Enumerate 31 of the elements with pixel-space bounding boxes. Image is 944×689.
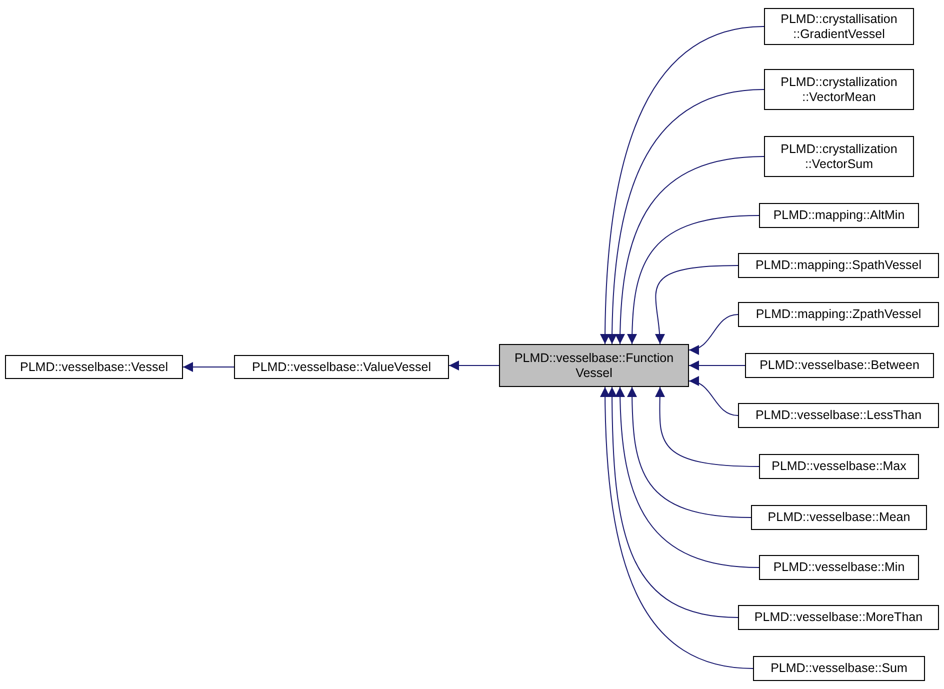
class-box: PLMD::vesselbase::Function Vessel: [499, 344, 689, 387]
class-box: PLMD::vesselbase::Mean: [751, 505, 927, 530]
class-box: PLMD::vesselbase::Max: [759, 454, 919, 479]
class-box: PLMD::vesselbase::Between: [745, 353, 934, 378]
inheritance-arrow: [627, 386, 752, 518]
class-box: PLMD::crystallisation ::GradientVessel: [764, 8, 914, 45]
class-box: PLMD::mapping::ZpathVessel: [738, 302, 939, 327]
inheritance-arrow: [615, 156, 764, 344]
inheritance-arrow: [627, 215, 760, 344]
class-box: PLMD::vesselbase::LessThan: [738, 403, 939, 428]
class-box: PLMD::mapping::AltMin: [759, 203, 919, 228]
inheritance-arrow: [600, 26, 764, 344]
inheritance-arrow: [688, 377, 738, 416]
class-box: PLMD::mapping::SpathVessel: [738, 253, 939, 278]
inheritance-arrow: [182, 362, 234, 372]
inheritance-arrow: [688, 360, 746, 370]
class-box: PLMD::vesselbase::MoreThan: [738, 605, 939, 630]
inheritance-arrow: [600, 386, 754, 669]
class-box: PLMD::vesselbase::ValueVessel: [234, 355, 449, 379]
class-box: PLMD::crystallization ::VectorMean: [764, 69, 914, 110]
inheritance-arrow: [448, 360, 500, 370]
inheritance-arrow: [688, 314, 738, 354]
class-box: PLMD::vesselbase::Sum: [753, 656, 925, 681]
class-box: PLMD::vesselbase::Min: [759, 555, 919, 580]
inheritance-arrow: [607, 386, 738, 618]
inheritance-arrow: [654, 265, 738, 344]
class-box: PLMD::crystallization ::VectorSum: [764, 136, 914, 177]
inheritance-arrow: [654, 386, 760, 467]
class-box: PLMD::vesselbase::Vessel: [5, 355, 183, 379]
inheritance-arrow: [607, 89, 764, 344]
inheritance-arrow: [615, 386, 760, 568]
